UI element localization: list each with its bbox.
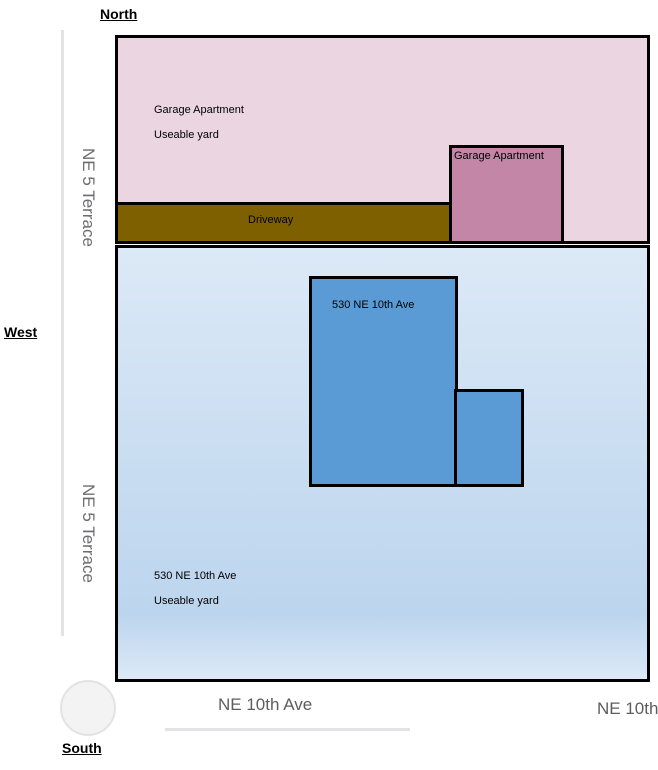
house-label: 530 NE 10th Ave [332,299,415,311]
driveway [115,202,452,244]
driveway-label: Driveway [248,214,294,226]
garage-apartment-label: Garage Apartment [454,150,544,162]
street-label-ne-5-terrace-top: NE 5 Terrace [79,148,98,247]
compass-north-label: North [100,6,138,22]
south-parcel-title: 530 NE 10th Ave [154,570,237,582]
west-street-line [58,30,64,636]
garage-apartment-building [449,145,564,244]
street-label-ne-10th-ave: NE 10th Ave [218,695,313,714]
roundabout-icon [60,680,116,736]
house-main-building [309,276,458,487]
compass-south-label: South [62,740,102,756]
house-annex-building [454,389,524,487]
south-parcel-yard-label: Useable yard [154,595,219,607]
north-parcel-title: Garage Apartment [154,104,244,116]
street-label-ne-5-terrace-bottom: NE 5 Terrace [79,484,98,583]
street-label-ne-10th-ave-cut: NE 10th [597,699,658,718]
north-parcel-yard-label: Useable yard [154,129,219,141]
south-street-line [165,728,410,731]
compass-west-label: West [4,324,38,340]
